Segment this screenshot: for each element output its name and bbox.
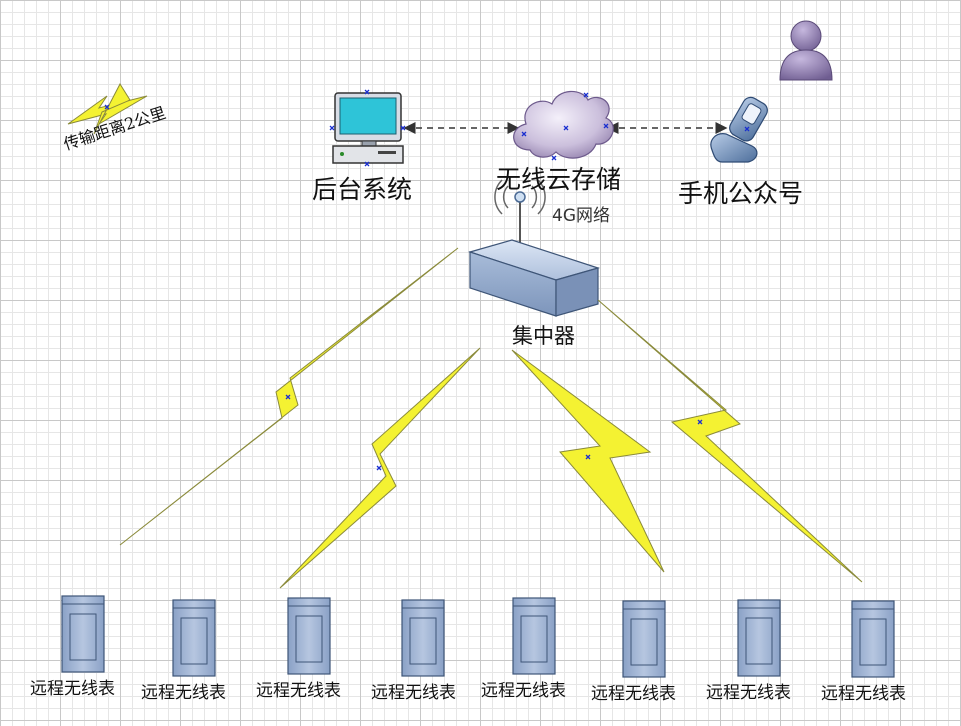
water-meter-icon: [287, 597, 331, 675]
water-meter-icon: [401, 599, 445, 677]
meter-label: 远程无线表: [821, 684, 906, 704]
mobile-label: 手机公众号: [678, 179, 804, 208]
water-meter-icon: [737, 599, 781, 677]
antenna-icon: [494, 179, 546, 244]
concentrator-icon: [467, 239, 601, 317]
water-meter-icon: [172, 599, 216, 677]
computer-icon: [332, 92, 404, 164]
lightning-icon: [67, 82, 148, 135]
cloud-label: 无线云存储: [496, 165, 622, 194]
meter-label: 远程无线表: [481, 681, 566, 701]
cloud-icon: [513, 90, 614, 159]
water-meter-icon: [61, 595, 105, 673]
water-meter-icon: [512, 597, 556, 675]
lightning-bolt-3: [511, 349, 665, 573]
selection-handles: [104, 89, 750, 471]
water-meters: [61, 595, 895, 678]
water-meter-icon: [622, 600, 666, 678]
concentrator-label: 集中器: [512, 324, 575, 348]
cropped-top-text: ③ 智 能 机: [170, 0, 267, 3]
meter-label: 远程无线表: [141, 683, 226, 703]
network-label: 4G网络: [552, 206, 610, 226]
meter-label: 远程无线表: [256, 681, 341, 701]
user-icon: [779, 20, 833, 81]
mobile-phone-icon: [710, 96, 768, 163]
backend-label: 后台系统: [312, 175, 413, 204]
water-meter-icon: [851, 600, 895, 678]
meter-label: 远程无线表: [591, 684, 676, 704]
meter-label: 远程无线表: [30, 679, 115, 699]
lightning-bolts: [119, 247, 863, 589]
lightning-bolt-4: [597, 299, 863, 583]
meter-label: 远程无线表: [371, 683, 456, 703]
lightning-bolt-2: [279, 347, 481, 589]
meter-label: 远程无线表: [706, 683, 791, 703]
